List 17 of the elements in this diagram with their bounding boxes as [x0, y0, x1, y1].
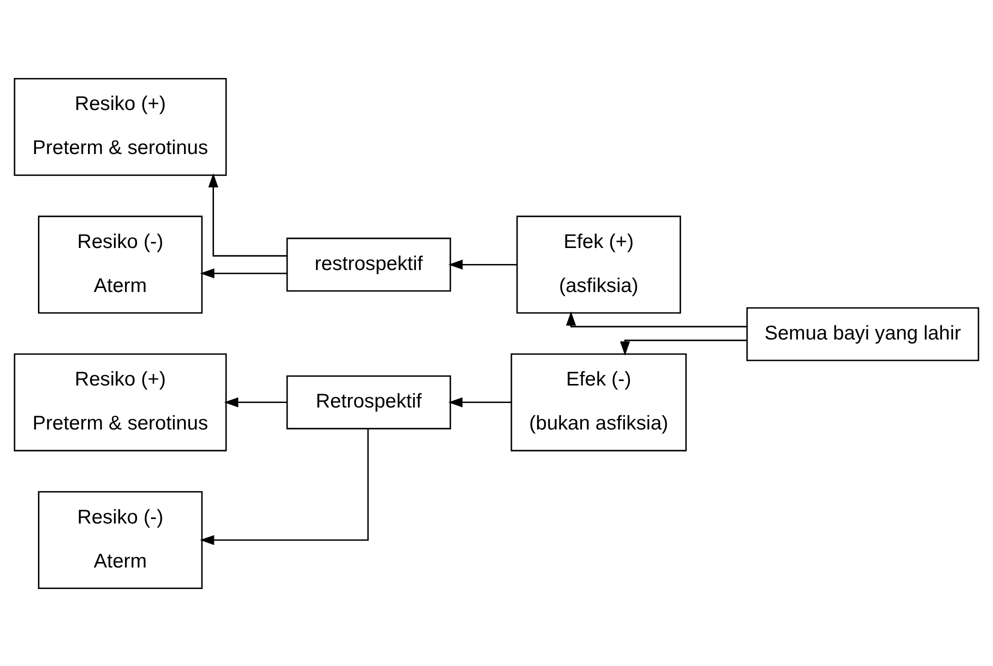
node-box: Resiko (+) Preterm & serotinus	[14, 352, 227, 451]
arrow	[200, 268, 287, 278]
arrow	[448, 396, 512, 407]
node-box: Resiko (+) Preterm & serotinus	[14, 77, 227, 176]
arrow	[224, 396, 287, 407]
node-box: Resiko (-) Aterm	[38, 215, 203, 314]
arrow	[200, 428, 369, 545]
arrow	[566, 310, 748, 327]
node-box: Retrospektif	[286, 374, 452, 429]
arrow	[448, 259, 517, 270]
arrow	[620, 339, 747, 356]
node-box: Resiko (-) Aterm	[38, 490, 203, 589]
node-box: Efek (-) (bukan asfiksia)	[510, 352, 687, 451]
node-box: Semua bayi yang lahir	[746, 306, 980, 361]
node-box: Efek (+) (asfiksia)	[516, 215, 682, 314]
arrow	[208, 172, 287, 256]
node-box: restrospektif	[286, 237, 452, 292]
